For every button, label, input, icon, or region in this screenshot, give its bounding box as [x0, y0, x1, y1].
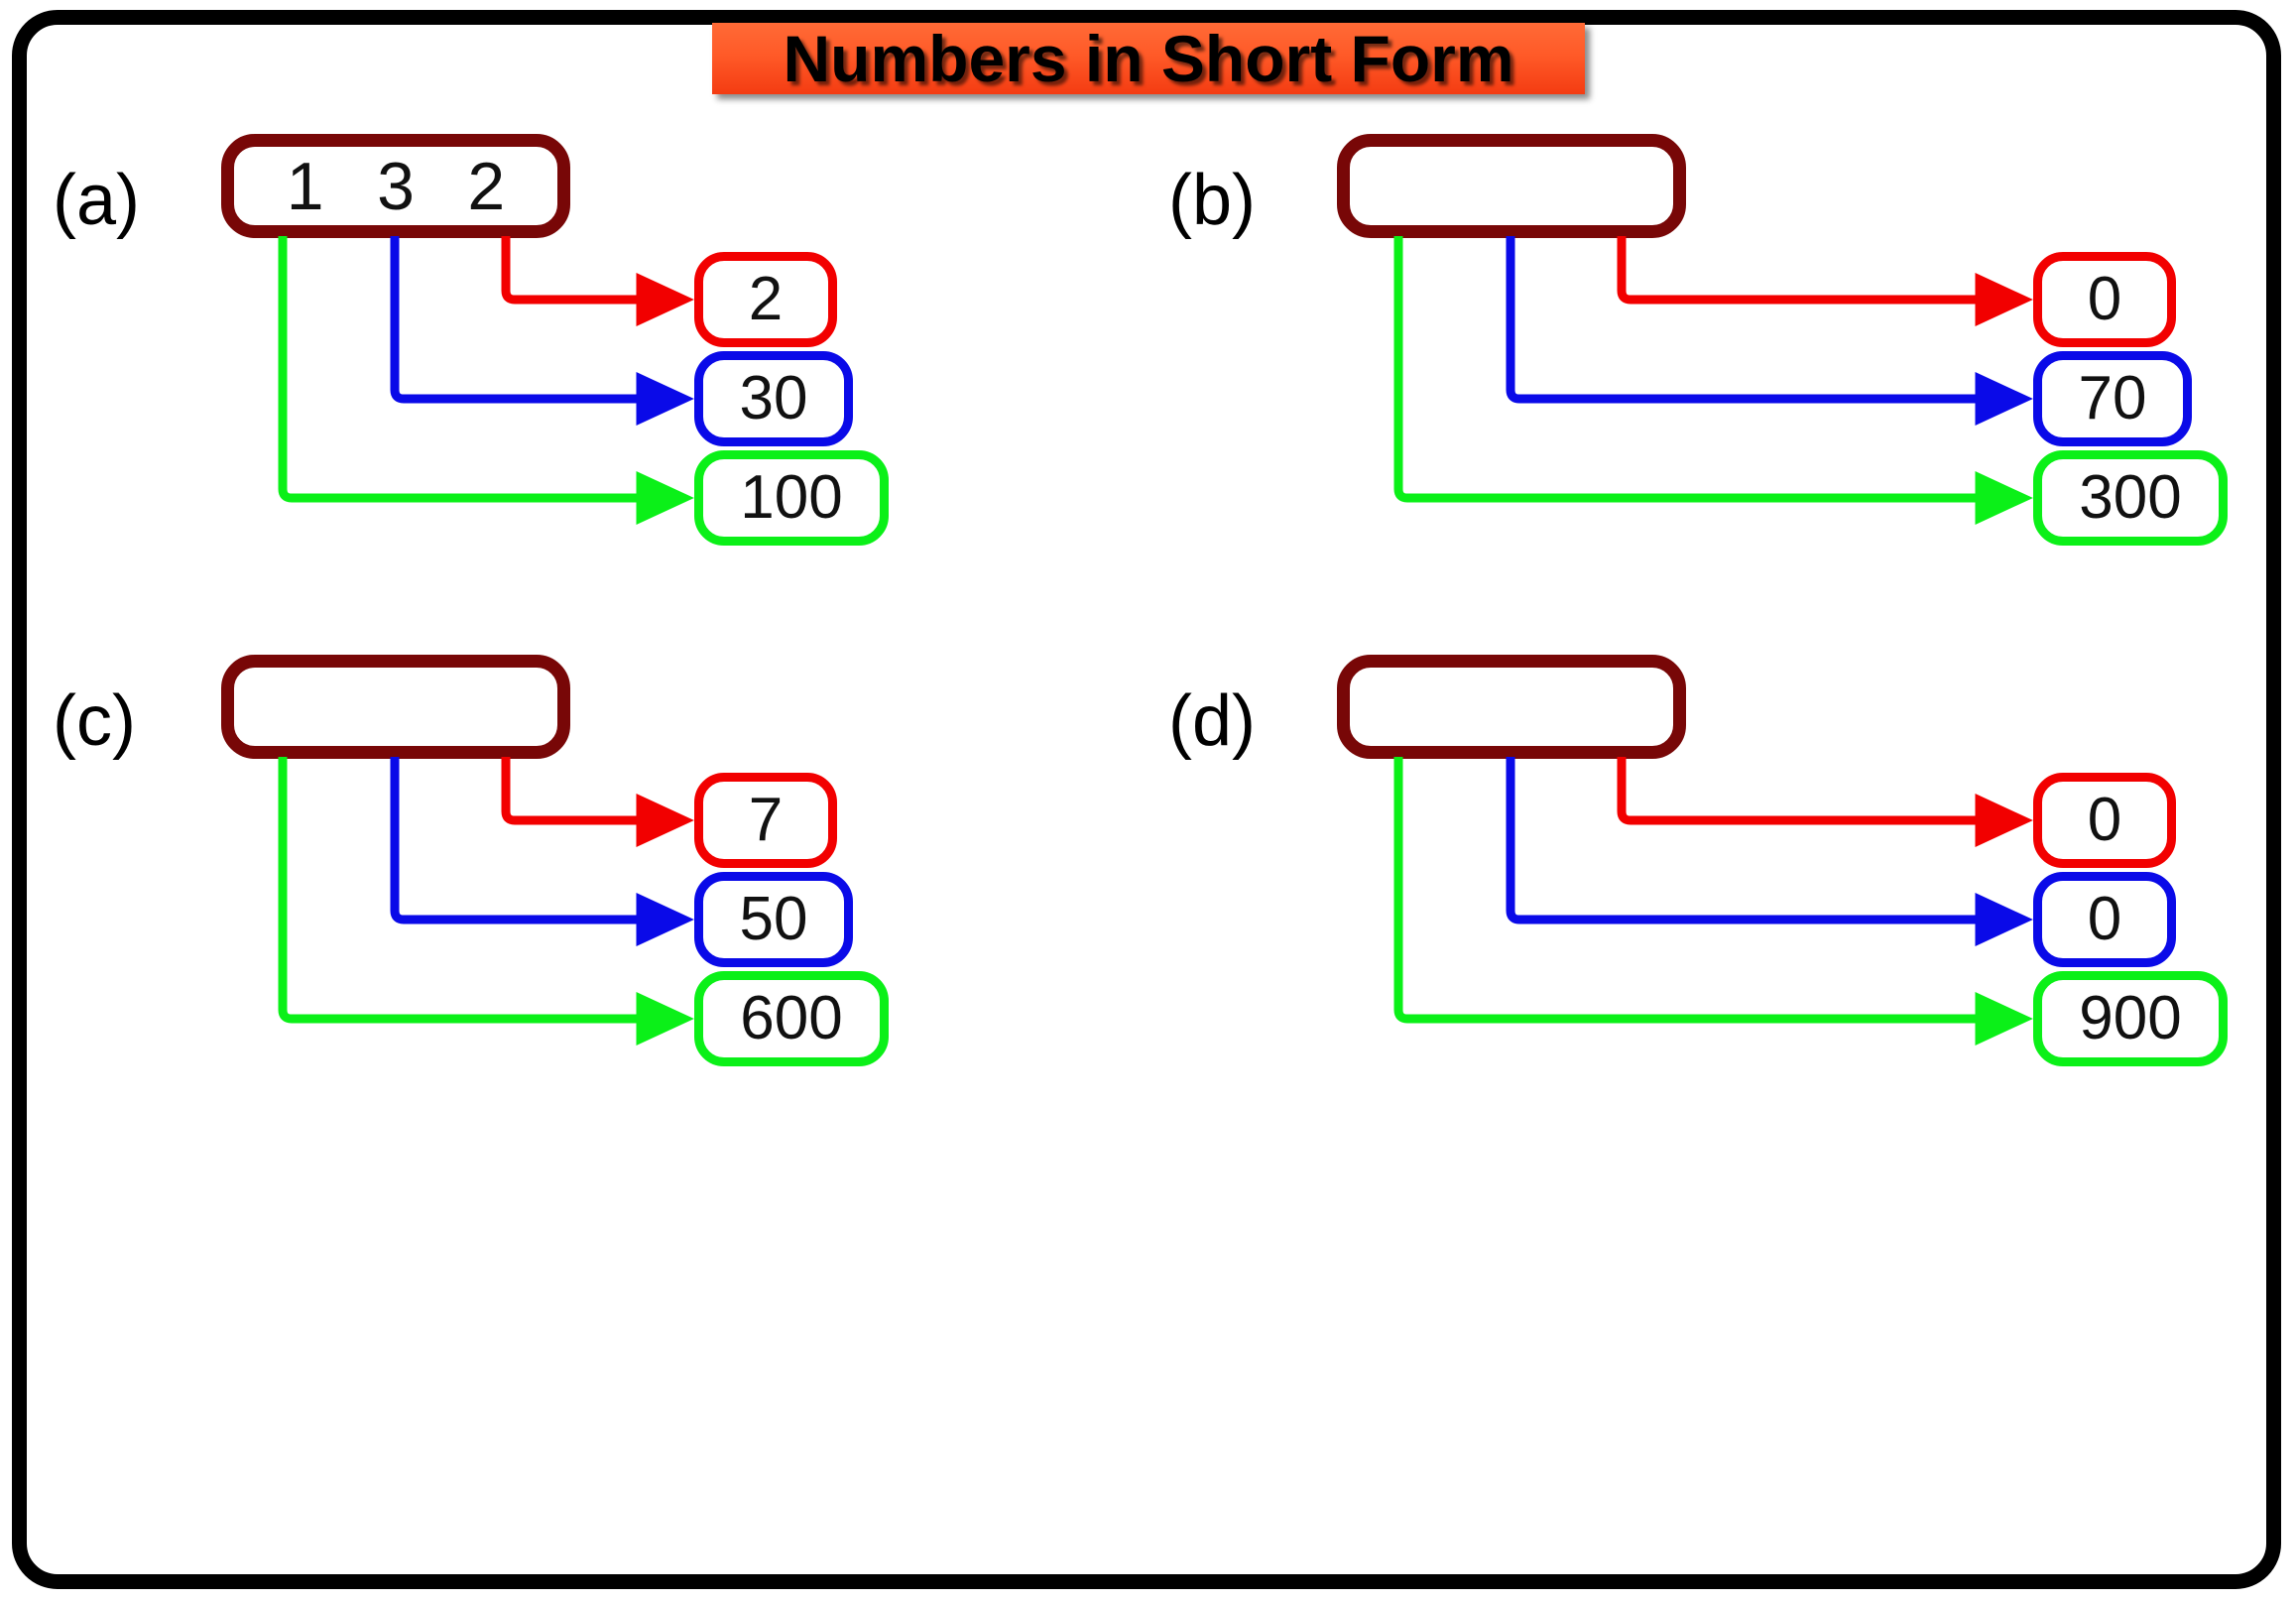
result-box-tens[interactable]: 30: [694, 351, 853, 446]
result-value-hundreds: 100: [740, 463, 843, 532]
connector-hundreds: [1393, 236, 2033, 525]
digit-ones: 2: [467, 148, 506, 224]
result-value-hundreds: 300: [2079, 463, 2182, 532]
panel-c-connectors: [278, 757, 694, 1046]
connector-hundreds: [278, 236, 694, 525]
digit-hundreds: 1: [286, 148, 324, 224]
panel-a: (a) 1 3 2 2: [35, 129, 1136, 744]
result-box-tens[interactable]: 50: [694, 872, 853, 967]
result-box-hundreds[interactable]: 300: [2033, 450, 2228, 546]
title-banner: Numbers in Short Form: [712, 23, 1585, 94]
connector-ones: [1617, 757, 2033, 847]
digit-tens: 3: [377, 148, 415, 224]
connector-tens: [1506, 757, 2033, 946]
result-value-tens: 0: [2087, 885, 2122, 953]
result-value-ones: 7: [748, 786, 784, 854]
panel-c: (c) 7 5: [35, 650, 1136, 1265]
panel-d-digit-box[interactable]: [1337, 655, 1686, 759]
panel-c-digit-box[interactable]: [221, 655, 570, 759]
result-value-ones: 2: [748, 265, 784, 333]
result-box-hundreds[interactable]: 900: [2033, 971, 2228, 1066]
connector-tens: [390, 757, 694, 946]
panel-b-label: (b): [1168, 161, 1256, 240]
result-value-hundreds: 900: [2079, 984, 2182, 1052]
result-value-tens: 50: [739, 885, 808, 953]
panel-b-digit-box[interactable]: [1337, 134, 1686, 238]
panel-a-digit-box[interactable]: 1 3 2: [221, 134, 570, 238]
result-value-ones: 0: [2087, 265, 2122, 333]
connector-tens: [390, 236, 694, 426]
result-box-ones[interactable]: 2: [694, 252, 837, 347]
connector-tens: [1506, 236, 2033, 426]
page-title: Numbers in Short Form: [783, 23, 1514, 94]
panel-a-label: (a): [53, 161, 140, 240]
result-value-tens: 70: [2078, 364, 2147, 432]
result-box-hundreds[interactable]: 100: [694, 450, 889, 546]
result-box-ones[interactable]: 7: [694, 773, 837, 868]
connector-ones: [501, 757, 694, 847]
panel-c-label: (c): [53, 681, 136, 761]
result-box-ones[interactable]: 0: [2033, 773, 2176, 868]
connector-ones: [1617, 236, 2033, 326]
panel-d-label: (d): [1168, 681, 1256, 761]
connector-hundreds: [278, 757, 694, 1046]
result-value-hundreds: 600: [740, 984, 843, 1052]
result-box-tens[interactable]: 70: [2033, 351, 2192, 446]
panel-d: (d) 0 0: [1150, 650, 2251, 1265]
connector-hundreds: [1393, 757, 2033, 1046]
result-box-hundreds[interactable]: 600: [694, 971, 889, 1066]
result-value-ones: 0: [2087, 786, 2122, 854]
connector-ones: [501, 236, 694, 326]
result-value-tens: 30: [739, 364, 808, 432]
result-box-ones[interactable]: 0: [2033, 252, 2176, 347]
result-box-tens[interactable]: 0: [2033, 872, 2176, 967]
